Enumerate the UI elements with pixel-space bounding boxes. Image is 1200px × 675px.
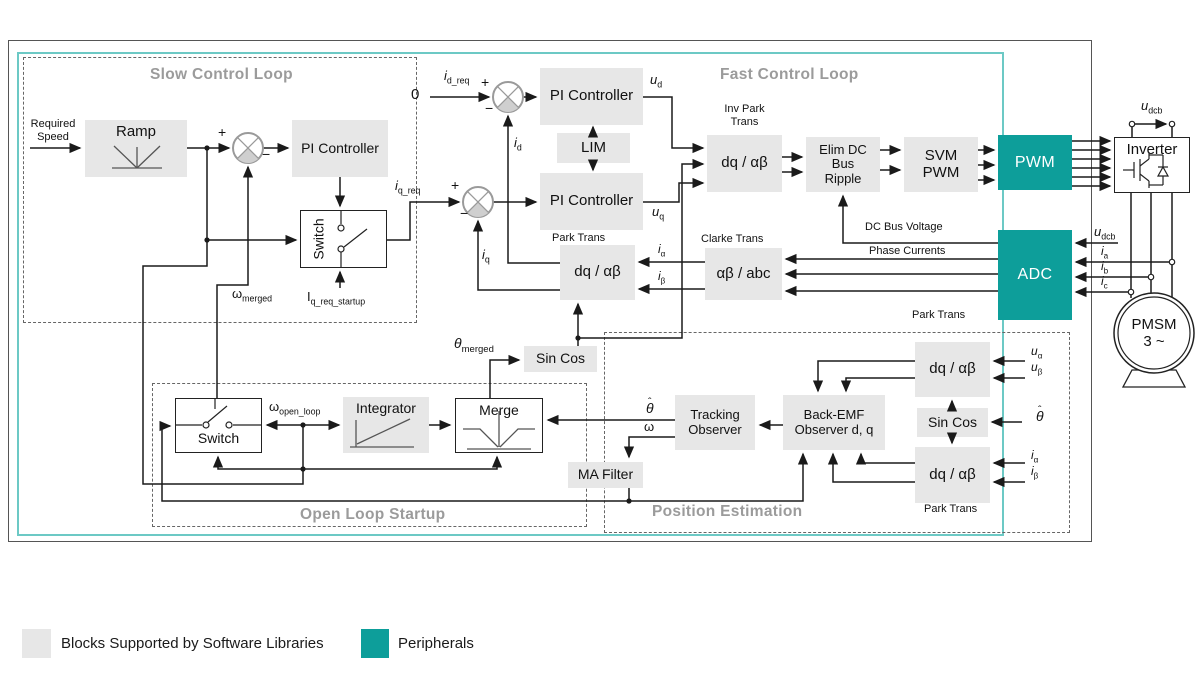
label-clarke-caption: Clarke Trans	[701, 233, 764, 245]
label-inv-park-caption: Inv Park Trans	[724, 103, 765, 128]
slow-control-loop-region	[23, 57, 417, 323]
block-label-adc: ADC	[1017, 266, 1053, 284]
label-minus-q-sum: −	[460, 205, 469, 221]
label-plus-q-sum: +	[451, 177, 460, 193]
block-svm-pwm: SVM PWM	[904, 137, 978, 192]
block-switch-slow: Switch	[300, 210, 387, 268]
block-label-inverter: Inverter	[1126, 141, 1178, 158]
block-inv-park-trans: dq / αβ	[707, 135, 782, 192]
block-pi-controller-speed: PI Controller	[292, 120, 388, 177]
label-i-d: id	[514, 135, 522, 153]
block-label-ma-filter: MA Filter	[577, 466, 634, 483]
block-label-tracking-observer: Tracking Observer	[688, 406, 742, 437]
label-u-dcb-adc: udcb	[1094, 224, 1116, 242]
label-phase-currents: Phase Currents	[869, 245, 946, 257]
block-inverter: Inverter	[1114, 137, 1190, 193]
section-title-fast: Fast Control Loop	[720, 66, 859, 83]
legend-label-software: Blocks Supported by Software Libraries	[61, 635, 324, 652]
label-i-alpha: iα	[658, 242, 666, 259]
block-label-switch-slow: Switch	[310, 218, 327, 260]
block-label-pi-controller-q: PI Controller	[549, 192, 634, 210]
label-id-req: id_req	[444, 68, 470, 86]
block-sin-cos-open-loop: Sin Cos	[524, 346, 597, 372]
block-park-trans-pos-bot: dq / αβ	[915, 447, 990, 503]
block-label-park-trans-fast: dq / αβ	[574, 263, 621, 281]
label-iq-req: iq_req	[395, 178, 421, 196]
block-elim-dc-bus-ripple: Elim DC Bus Ripple	[806, 137, 880, 192]
block-park-trans-fast: dq / αβ	[560, 245, 635, 300]
label-i-b: ib	[1101, 259, 1109, 276]
label-u-q: uq	[652, 204, 665, 222]
block-pwm: PWM	[998, 135, 1072, 190]
block-label-svm-pwm: SVM PWM	[922, 146, 960, 181]
block-pi-controller-q: PI Controller	[540, 173, 643, 230]
block-label-back-emf-observer: Back-EMF Observer d, q	[794, 406, 874, 437]
legend-swatch-peripherals	[361, 629, 389, 658]
block-clarke-trans: αβ / abc	[705, 248, 782, 300]
section-title-position: Position Estimation	[652, 503, 803, 520]
label-iq-req-startup: Iq_req_startup	[307, 289, 366, 307]
block-ma-filter: MA Filter	[568, 462, 643, 488]
label-theta-merged: θmerged	[454, 335, 494, 355]
section-title-open-loop: Open Loop Startup	[300, 506, 446, 523]
legend-swatch-software	[22, 629, 51, 658]
label-zero-ref: 0	[411, 86, 420, 103]
block-ramp: Ramp	[85, 120, 187, 177]
block-pi-controller-d: PI Controller	[540, 68, 643, 125]
label-i-alpha-ext: iα	[1031, 448, 1039, 465]
label-u-beta: uβ	[1031, 360, 1043, 377]
label-plus-speed-sum: +	[218, 124, 227, 140]
block-label-integrator: Integrator	[356, 400, 416, 416]
block-label-pi-controller-speed: PI Controller	[301, 139, 379, 156]
label-minus-speed-sum: −	[262, 146, 271, 162]
label-u-d: ud	[650, 72, 663, 90]
block-label-ramp: Ramp	[115, 123, 156, 140]
label-dc-bus-voltage: DC Bus Voltage	[865, 221, 943, 233]
label-minus-d-sum: −	[485, 100, 494, 116]
block-adc: ADC	[998, 230, 1072, 320]
label-park-pos-top-caption: Park Trans	[912, 309, 966, 321]
block-back-emf-observer: Back-EMF Observer d, q	[783, 395, 885, 450]
block-label-lim: LIM	[580, 138, 606, 156]
block-switch-open-loop: Switch	[175, 398, 262, 453]
block-label-sin-cos-open-loop: Sin Cos	[535, 350, 586, 367]
block-label-clarke-trans: αβ / abc	[716, 264, 771, 282]
block-label-switch-open-loop: Switch	[197, 430, 240, 447]
block-merge: Merge	[455, 398, 543, 453]
block-tracking-observer: Tracking Observer	[675, 395, 755, 450]
label-omega-merged: ωmerged	[232, 286, 273, 304]
block-park-trans-pos-top: dq / αβ	[915, 342, 990, 397]
label-required-speed: Required Speed	[30, 118, 76, 143]
block-label-park-trans-pos-bot: dq / αβ	[929, 465, 976, 483]
block-label-pi-controller-d: PI Controller	[549, 87, 634, 105]
label-i-c: ic	[1101, 274, 1108, 291]
label-omega-est: ω	[644, 419, 655, 434]
label-park-pos-bot-caption: Park Trans	[924, 503, 978, 515]
label-i-q: iq	[482, 247, 490, 265]
label-omega-open-loop: ωopen_loop	[269, 399, 321, 417]
block-label-sin-cos-pos: Sin Cos	[927, 413, 978, 430]
block-lim: LIM	[557, 133, 630, 163]
label-plus-d-sum: +	[481, 74, 490, 90]
block-sin-cos-pos: Sin Cos	[917, 408, 988, 437]
block-label-elim-dc-bus-ripple: Elim DC Bus Ripple	[819, 141, 867, 186]
label-park-trans-fast-caption: Park Trans	[552, 232, 606, 244]
block-label-park-trans-pos-top: dq / αβ	[929, 360, 976, 378]
label-u-alpha: uα	[1031, 344, 1043, 361]
block-integrator: Integrator	[343, 397, 429, 453]
label-i-beta: iβ	[658, 269, 666, 286]
block-label-pwm: PWM	[1014, 153, 1056, 171]
diagram-outer-border	[8, 40, 1092, 542]
section-title-slow: Slow Control Loop	[150, 66, 293, 83]
block-label-merge: Merge	[479, 402, 519, 418]
label-i-a: ia	[1101, 244, 1109, 261]
block-label-inv-park-trans: dq / αβ	[721, 154, 768, 172]
legend-label-peripherals: Peripherals	[398, 635, 474, 652]
label-u-dcb-top: udcb	[1141, 98, 1163, 116]
label-pmsm-motor-label: PMSM 3 ~	[1131, 316, 1177, 351]
label-i-beta-ext: iβ	[1031, 464, 1039, 481]
